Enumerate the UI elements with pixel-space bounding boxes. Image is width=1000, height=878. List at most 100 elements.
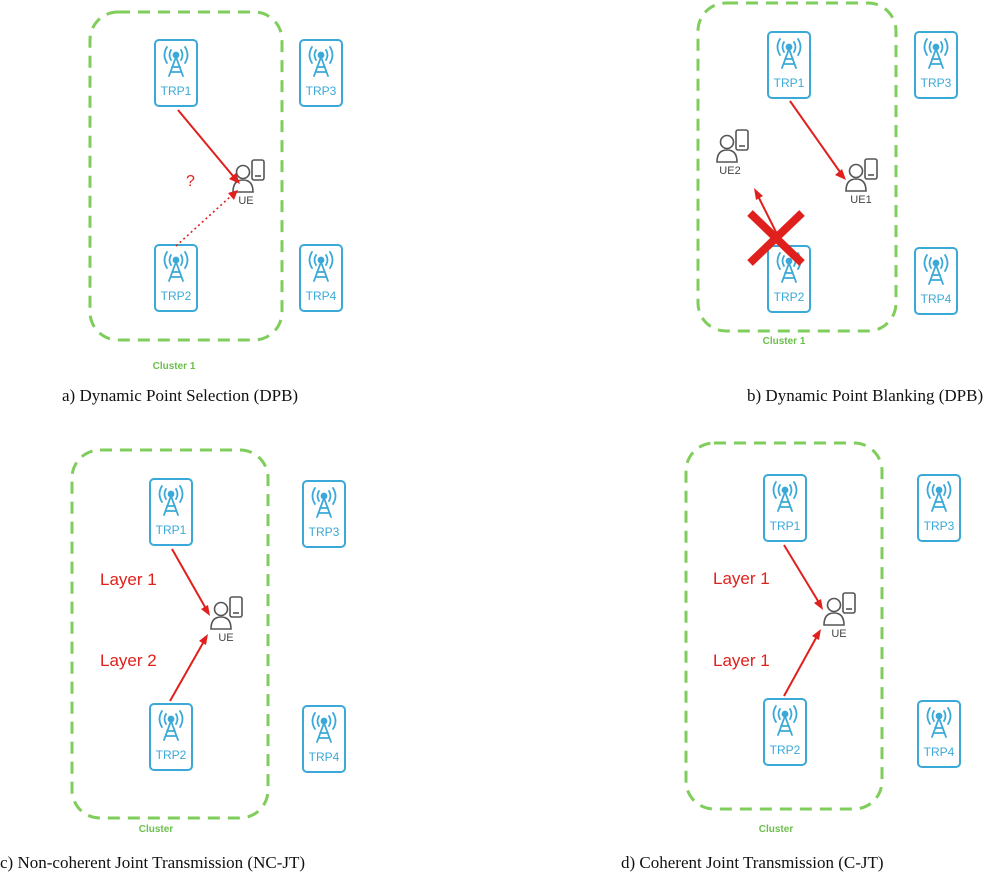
cluster-label: Cluster 1	[153, 361, 196, 372]
trp-label: TRP3	[306, 84, 337, 98]
ue-label: UE2	[719, 165, 740, 177]
trp-label: TRP4	[306, 289, 337, 303]
ue-node: UE	[232, 159, 265, 207]
trp-label: TRP4	[309, 750, 340, 764]
panel-dpb: TRP1 TRP3 TRP2	[500, 0, 1000, 439]
arrow-head	[812, 629, 821, 640]
caption-b: b) Dynamic Point Blanking (DPB)	[747, 386, 984, 405]
trp4-node: TRP4	[917, 700, 961, 768]
trp-label: TRP4	[921, 292, 952, 306]
candidate-link-arrow	[175, 195, 232, 247]
antenna-tower-icon	[776, 38, 802, 69]
arrow-head	[201, 605, 210, 616]
trp2-node: TRP2	[763, 698, 807, 766]
panel-dps: TRP1 TRP3 TRP2	[0, 0, 500, 439]
diagram-dpb: TRP1 TRP3 TRP2	[696, 1, 958, 347]
antenna-tower-icon	[926, 481, 952, 512]
diagram-c-jt: TRP1 TRP3 TRP2	[684, 441, 961, 835]
trp-label: TRP4	[924, 745, 955, 759]
ue-node: UE	[210, 596, 243, 644]
cluster-boundary	[70, 448, 270, 820]
antenna-tower-icon	[311, 487, 337, 518]
trp-label: TRP1	[770, 519, 801, 533]
antenna-tower-icon	[163, 251, 189, 282]
cluster-label: Cluster 1	[763, 336, 806, 347]
panel-c-jt: TRP1 TRP3 TRP2	[500, 439, 1000, 878]
question-mark: ?	[186, 173, 195, 190]
trp3-node: TRP3	[302, 480, 346, 548]
trp-label: TRP3	[921, 76, 952, 90]
antenna-tower-icon	[923, 254, 949, 285]
cluster-boundary	[88, 10, 284, 342]
trp-label: TRP2	[161, 289, 192, 303]
user-with-phone-icon	[823, 592, 856, 626]
cluster-boundary	[684, 441, 884, 811]
caption-c: c) Non-coherent Joint Transmission (NC-J…	[0, 853, 306, 872]
trp4-node: TRP4	[299, 244, 343, 312]
trp1-node: TRP1	[154, 39, 198, 107]
ue-label: UE	[831, 628, 846, 640]
trp-label: TRP1	[156, 523, 187, 537]
trp-label: TRP2	[156, 748, 187, 762]
diagram-dps: TRP1 TRP3 TRP2	[88, 10, 343, 372]
layer-label: Layer 2	[100, 651, 157, 670]
antenna-tower-icon	[308, 46, 334, 77]
layer-label: Layer 1	[100, 570, 157, 589]
antenna-tower-icon	[158, 485, 184, 516]
trp-label: TRP1	[161, 84, 192, 98]
trp-label: TRP2	[770, 743, 801, 757]
user-with-phone-icon	[210, 596, 243, 630]
cluster-boundary	[696, 1, 898, 333]
user-with-phone-icon	[716, 129, 749, 163]
selected-link-arrow	[177, 109, 234, 177]
antenna-tower-icon	[158, 710, 184, 741]
ue-node: UE	[823, 592, 856, 640]
layer-label: Layer 1	[713, 651, 770, 670]
trp3-node: TRP3	[299, 39, 343, 107]
antenna-tower-icon	[772, 481, 798, 512]
arrow-head	[835, 169, 846, 180]
trp-label: TRP1	[774, 76, 805, 90]
panel-nc-jt: TRP1 TRP3 TRP2	[0, 439, 500, 878]
ue-label: UE	[218, 632, 233, 644]
trp1-node: TRP1	[149, 478, 193, 546]
trp3-node: TRP3	[917, 474, 961, 542]
trp2-node: TRP2	[149, 703, 193, 771]
ue2-node: UE2	[716, 129, 749, 177]
arrow-head	[199, 634, 208, 645]
caption-d: d) Coherent Joint Transmission (C-JT)	[621, 853, 884, 872]
trp4-node: TRP4	[302, 705, 346, 773]
trp3-node: TRP3	[914, 31, 958, 99]
layer-label: Layer 1	[713, 569, 770, 588]
arrow-head	[228, 190, 238, 200]
ue-label: UE1	[850, 194, 871, 206]
antenna-tower-icon	[308, 251, 334, 282]
trp4-node: TRP4	[914, 247, 958, 315]
antenna-tower-icon	[923, 38, 949, 69]
ue1-node: UE1	[845, 158, 878, 206]
antenna-tower-icon	[163, 46, 189, 77]
ue-label: UE	[238, 195, 253, 207]
layer1-second-link-arrow	[783, 637, 817, 697]
caption-a: a) Dynamic Point Selection (DPB)	[62, 386, 299, 405]
trp-label: TRP3	[924, 519, 955, 533]
arrow-head	[814, 599, 823, 610]
diagram-nc-jt: TRP1 TRP3 TRP2	[70, 448, 346, 835]
trp-label: TRP2	[774, 290, 805, 304]
serving-link-arrow	[789, 100, 841, 173]
antenna-tower-icon	[772, 705, 798, 736]
layer1-link-arrow	[783, 544, 819, 602]
trp-label: TRP3	[309, 525, 340, 539]
user-with-phone-icon	[232, 159, 265, 193]
cluster-label: Cluster	[139, 824, 174, 835]
arrow-head	[754, 188, 763, 200]
antenna-tower-icon	[311, 712, 337, 743]
arrow-head	[229, 173, 240, 184]
trp1-node: TRP1	[763, 474, 807, 542]
antenna-tower-icon	[926, 707, 952, 738]
red-cross-icon	[747, 210, 805, 266]
layer1-link-arrow	[171, 548, 206, 608]
user-with-phone-icon	[845, 158, 878, 192]
cluster-label: Cluster	[759, 824, 794, 835]
layer2-link-arrow	[169, 642, 204, 702]
